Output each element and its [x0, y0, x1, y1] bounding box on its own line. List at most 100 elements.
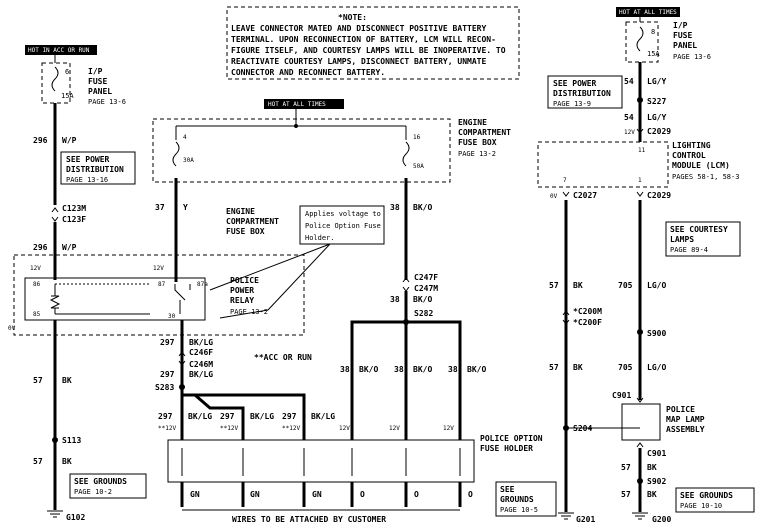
- output-1: GN: [190, 490, 200, 499]
- right-wire-57b-num: 57: [549, 363, 559, 372]
- right-conn-c2029: C2029: [647, 127, 671, 136]
- relay-switch-icon: [174, 284, 191, 314]
- right-wire-57c-num: 57: [621, 463, 631, 472]
- lcm-title-3: MODULE (LCM): [672, 161, 730, 170]
- right-fuse-icon: [636, 26, 644, 52]
- wire-297b-num: 297: [160, 370, 175, 379]
- o-branch-3-color: BK/O: [467, 365, 486, 374]
- o-branch-1-volt: 12V: [339, 425, 350, 432]
- left-hot-badge: HOT IN ACC OR RUN: [28, 47, 90, 54]
- lamp-title-2: MAP LAMP: [666, 415, 705, 424]
- right-splice-s902: S902: [647, 477, 666, 486]
- conn-c246m: C246M: [189, 360, 213, 369]
- left-wire-57b-num: 57: [33, 457, 43, 466]
- engine-fuse-b-num: 16: [413, 134, 421, 141]
- right-wire-54-num: 54: [624, 77, 634, 86]
- police-map-lamp-box: [621, 403, 661, 441]
- engine-fuse-a-num: 4: [183, 134, 187, 141]
- relay-page: PAGE 13-2: [230, 308, 268, 316]
- wire-38-color: BK/O: [413, 203, 432, 212]
- relay-title-2: POWER: [230, 286, 254, 295]
- o-branch-3-num: 38: [448, 365, 458, 374]
- police-option-fuse-holder: [167, 439, 475, 483]
- left-conn-c123m: C123M: [62, 204, 86, 213]
- branch-3-volt: **12V: [282, 425, 300, 432]
- engine-fuse-b-icon: [402, 141, 410, 167]
- lcm-title-2: CONTROL: [672, 151, 706, 160]
- mid-ground-ref-3: PAGE 10-5: [500, 506, 538, 514]
- branch-2-color: BK/LG: [250, 412, 274, 421]
- left-panel-page: PAGE 13-6: [88, 98, 126, 106]
- left-power-ref-3: PAGE 13-16: [66, 176, 108, 184]
- right-fuse-num: 8: [651, 28, 655, 36]
- left-ground-run: 57 BK S113 57 BK SEE GROUNDS PAGE 10-2 G…: [33, 320, 147, 522]
- left-wire-296b-color: W/P: [62, 243, 77, 252]
- wire-297b-color: BK/LG: [189, 370, 213, 379]
- relay-title-1: POLICE: [230, 276, 259, 285]
- police-power-relay: 12V 12V 86 85 87 87a 30 0V POLICE POWER …: [8, 254, 305, 336]
- relay-pin-87: 87: [158, 281, 166, 288]
- wire-37-color: Y: [183, 203, 188, 212]
- wire-37-num: 37: [155, 203, 165, 212]
- right-power-ref-2: DISTRIBUTION: [553, 89, 611, 98]
- splice-s283: S283: [155, 383, 174, 392]
- right-conn-c2027: C2027: [573, 191, 597, 200]
- left-fuse-panel-box: [41, 62, 71, 104]
- left-ground-ref-2: PAGE 10-2: [74, 488, 112, 496]
- right-column: HOT AT ALL TIMES 8 15A I/P FUSE PANEL PA…: [537, 7, 755, 524]
- o-branch-2-volt: 12V: [389, 425, 400, 432]
- right-splice-s900: S900: [647, 329, 666, 338]
- branch-1-num: 297: [158, 412, 173, 421]
- relay-12v-right: 12V: [153, 265, 164, 272]
- right-panel-line-1: I/P: [673, 21, 688, 30]
- lcm-pin-1: 1: [638, 177, 642, 184]
- left-fuse-icon: [51, 66, 59, 92]
- note-line-4: FIGURE ITSELF, AND COURTESY LAMPS WILL B…: [231, 46, 506, 55]
- right-power-ref-1: SEE POWER: [553, 79, 597, 88]
- wire-297-color: BK/LG: [189, 338, 213, 347]
- lcm-box: [537, 141, 669, 188]
- splice-s282: S282: [414, 309, 433, 318]
- o-branch-2-num: 38: [394, 365, 404, 374]
- note-line-3: TERMINAL. UPON RECONNECTION OF BATTERY, …: [231, 35, 496, 44]
- output-2: GN: [250, 490, 260, 499]
- right-conn-c200m: *C200M: [573, 307, 602, 316]
- branch-2-volt: **12V: [220, 425, 238, 432]
- lamp-title-3: ASSEMBLY: [666, 425, 705, 434]
- right-hot-badge: HOT AT ALL TIMES: [619, 9, 677, 16]
- right-wire-57c-color: BK: [647, 463, 657, 472]
- wire-38b-num: 38: [390, 295, 400, 304]
- right-panel-page: PAGE 13-6: [673, 53, 711, 61]
- lcm-0v: 0V: [550, 193, 558, 200]
- engine-mid-label-2: COMPARTMENT: [226, 217, 279, 226]
- right-wire-705-color: LG/O: [647, 281, 666, 290]
- right-conn-c901: C901: [612, 391, 631, 400]
- holder-title-1: POLICE OPTION: [480, 434, 543, 443]
- engine-title-3: FUSE BOX: [458, 138, 497, 147]
- branch-3-color: BK/LG: [311, 412, 335, 421]
- mid-ground-ref-1: SEE: [500, 485, 515, 494]
- courtesy-ref-1: SEE COURTESY: [670, 225, 728, 234]
- lamp-title-1: POLICE: [666, 405, 695, 414]
- right-ground-ref-2: PAGE 10-10: [680, 502, 722, 510]
- right-wire-54-color: LG/Y: [647, 77, 666, 86]
- left-wire-57-color: BK: [62, 376, 72, 385]
- left-wire-296b-num: 296: [33, 243, 48, 252]
- o-branch-2-color: BK/O: [413, 365, 432, 374]
- left-power-ref-2: DISTRIBUTION: [66, 165, 124, 174]
- output-3: GN: [312, 490, 322, 499]
- engine-mid-label-1: ENGINE: [226, 207, 255, 216]
- right-wire-705b-num: 705: [618, 363, 633, 372]
- note-box: *NOTE: LEAVE CONNECTOR MATED AND DISCONN…: [226, 6, 520, 80]
- conn-c246f: C246F: [189, 348, 213, 357]
- holder-title-2: FUSE HOLDER: [480, 444, 533, 453]
- callout-line-3: Holder.: [305, 234, 335, 242]
- left-ground-ref-1: SEE GROUNDS: [74, 477, 127, 486]
- right-wire-54b-num: 54: [624, 113, 634, 122]
- left-splice-s113: S113: [62, 436, 81, 445]
- relay-pin-30: 30: [168, 313, 176, 320]
- right-wire-705-num: 705: [618, 281, 633, 290]
- right-conn-c901b: C901: [647, 449, 666, 458]
- branch-1-volt: **12V: [158, 425, 176, 432]
